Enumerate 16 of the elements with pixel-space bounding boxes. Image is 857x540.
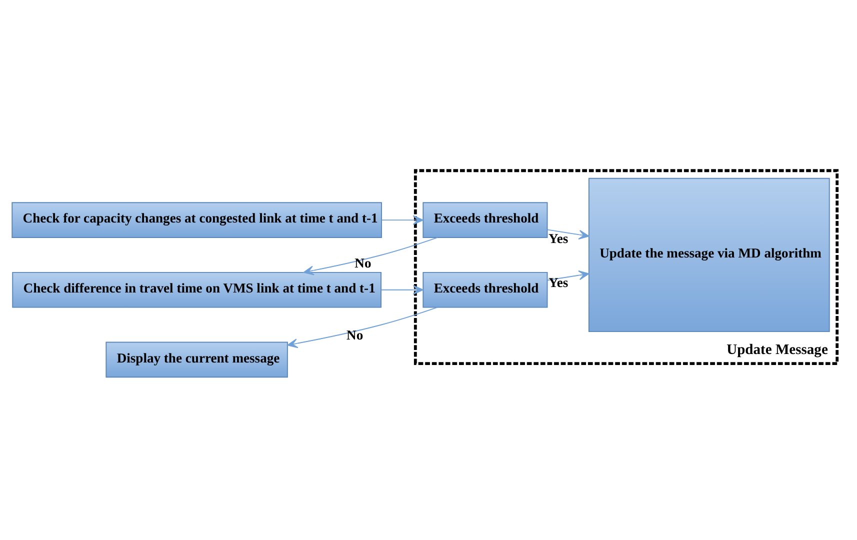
edge-label: Yes [548,274,568,290]
node-box: Display the current message [106,342,288,378]
node-box: Check difference in travel time on VMS link at time t and t-1 [12,272,382,308]
node-box: Exceeds threshold [422,202,548,238]
edge-label: No [354,256,372,271]
edge-label: No [346,327,364,342]
edge-label: Yes [548,230,568,246]
node-box: Exceeds threshold [422,272,548,308]
arrow [546,229,590,240]
node-box: Check for capacity changes at congested link at time t and t-1 [12,202,382,238]
arrow [303,237,438,276]
node-box: Update the message via MD algorithm [588,178,830,332]
arrow [381,215,424,225]
arrow [287,306,438,348]
arrow [546,270,590,281]
arrow [380,285,424,295]
